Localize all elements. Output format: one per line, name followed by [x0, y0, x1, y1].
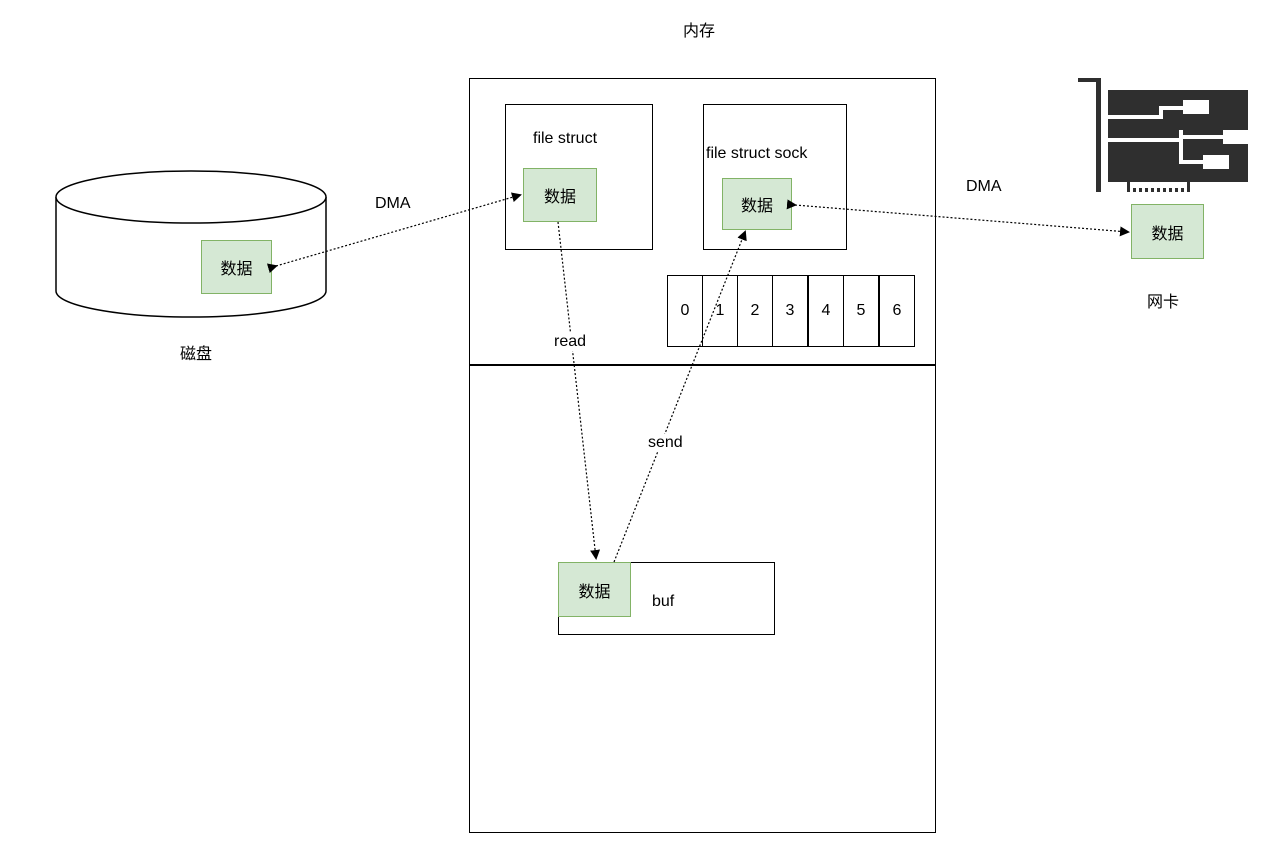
- array-cell: 6: [879, 275, 915, 347]
- memory-title: 内存: [683, 23, 716, 40]
- nic-label: 网卡: [1147, 294, 1180, 311]
- network-card-icon: [1078, 78, 1248, 192]
- dma-left-label: DMA: [375, 195, 411, 212]
- dma-right-label: DMA: [966, 178, 1002, 195]
- array-cell: 2: [737, 275, 773, 347]
- array-cell: 3: [772, 275, 808, 347]
- array-cell: 0: [667, 275, 703, 347]
- file-struct-label: file struct: [533, 130, 598, 147]
- disk-label: 磁盘: [180, 346, 213, 363]
- array-cell: 5: [843, 275, 879, 347]
- read-label: read: [552, 333, 589, 351]
- buf-data-block: 数据: [558, 562, 631, 617]
- sock-data-block: 数据: [722, 178, 792, 230]
- memory-divider: [469, 364, 936, 366]
- file-struct-sock-label: file struct sock: [706, 145, 808, 162]
- disk-data-block: 数据: [201, 240, 272, 294]
- disk-icon: [55, 170, 327, 318]
- array-cell: 4: [808, 275, 844, 347]
- nic-data-block: 数据: [1131, 204, 1204, 259]
- array-cell: 1: [702, 275, 738, 347]
- send-label: send: [646, 434, 685, 452]
- file-struct-data-block: 数据: [523, 168, 597, 222]
- buf-label: buf: [652, 593, 675, 610]
